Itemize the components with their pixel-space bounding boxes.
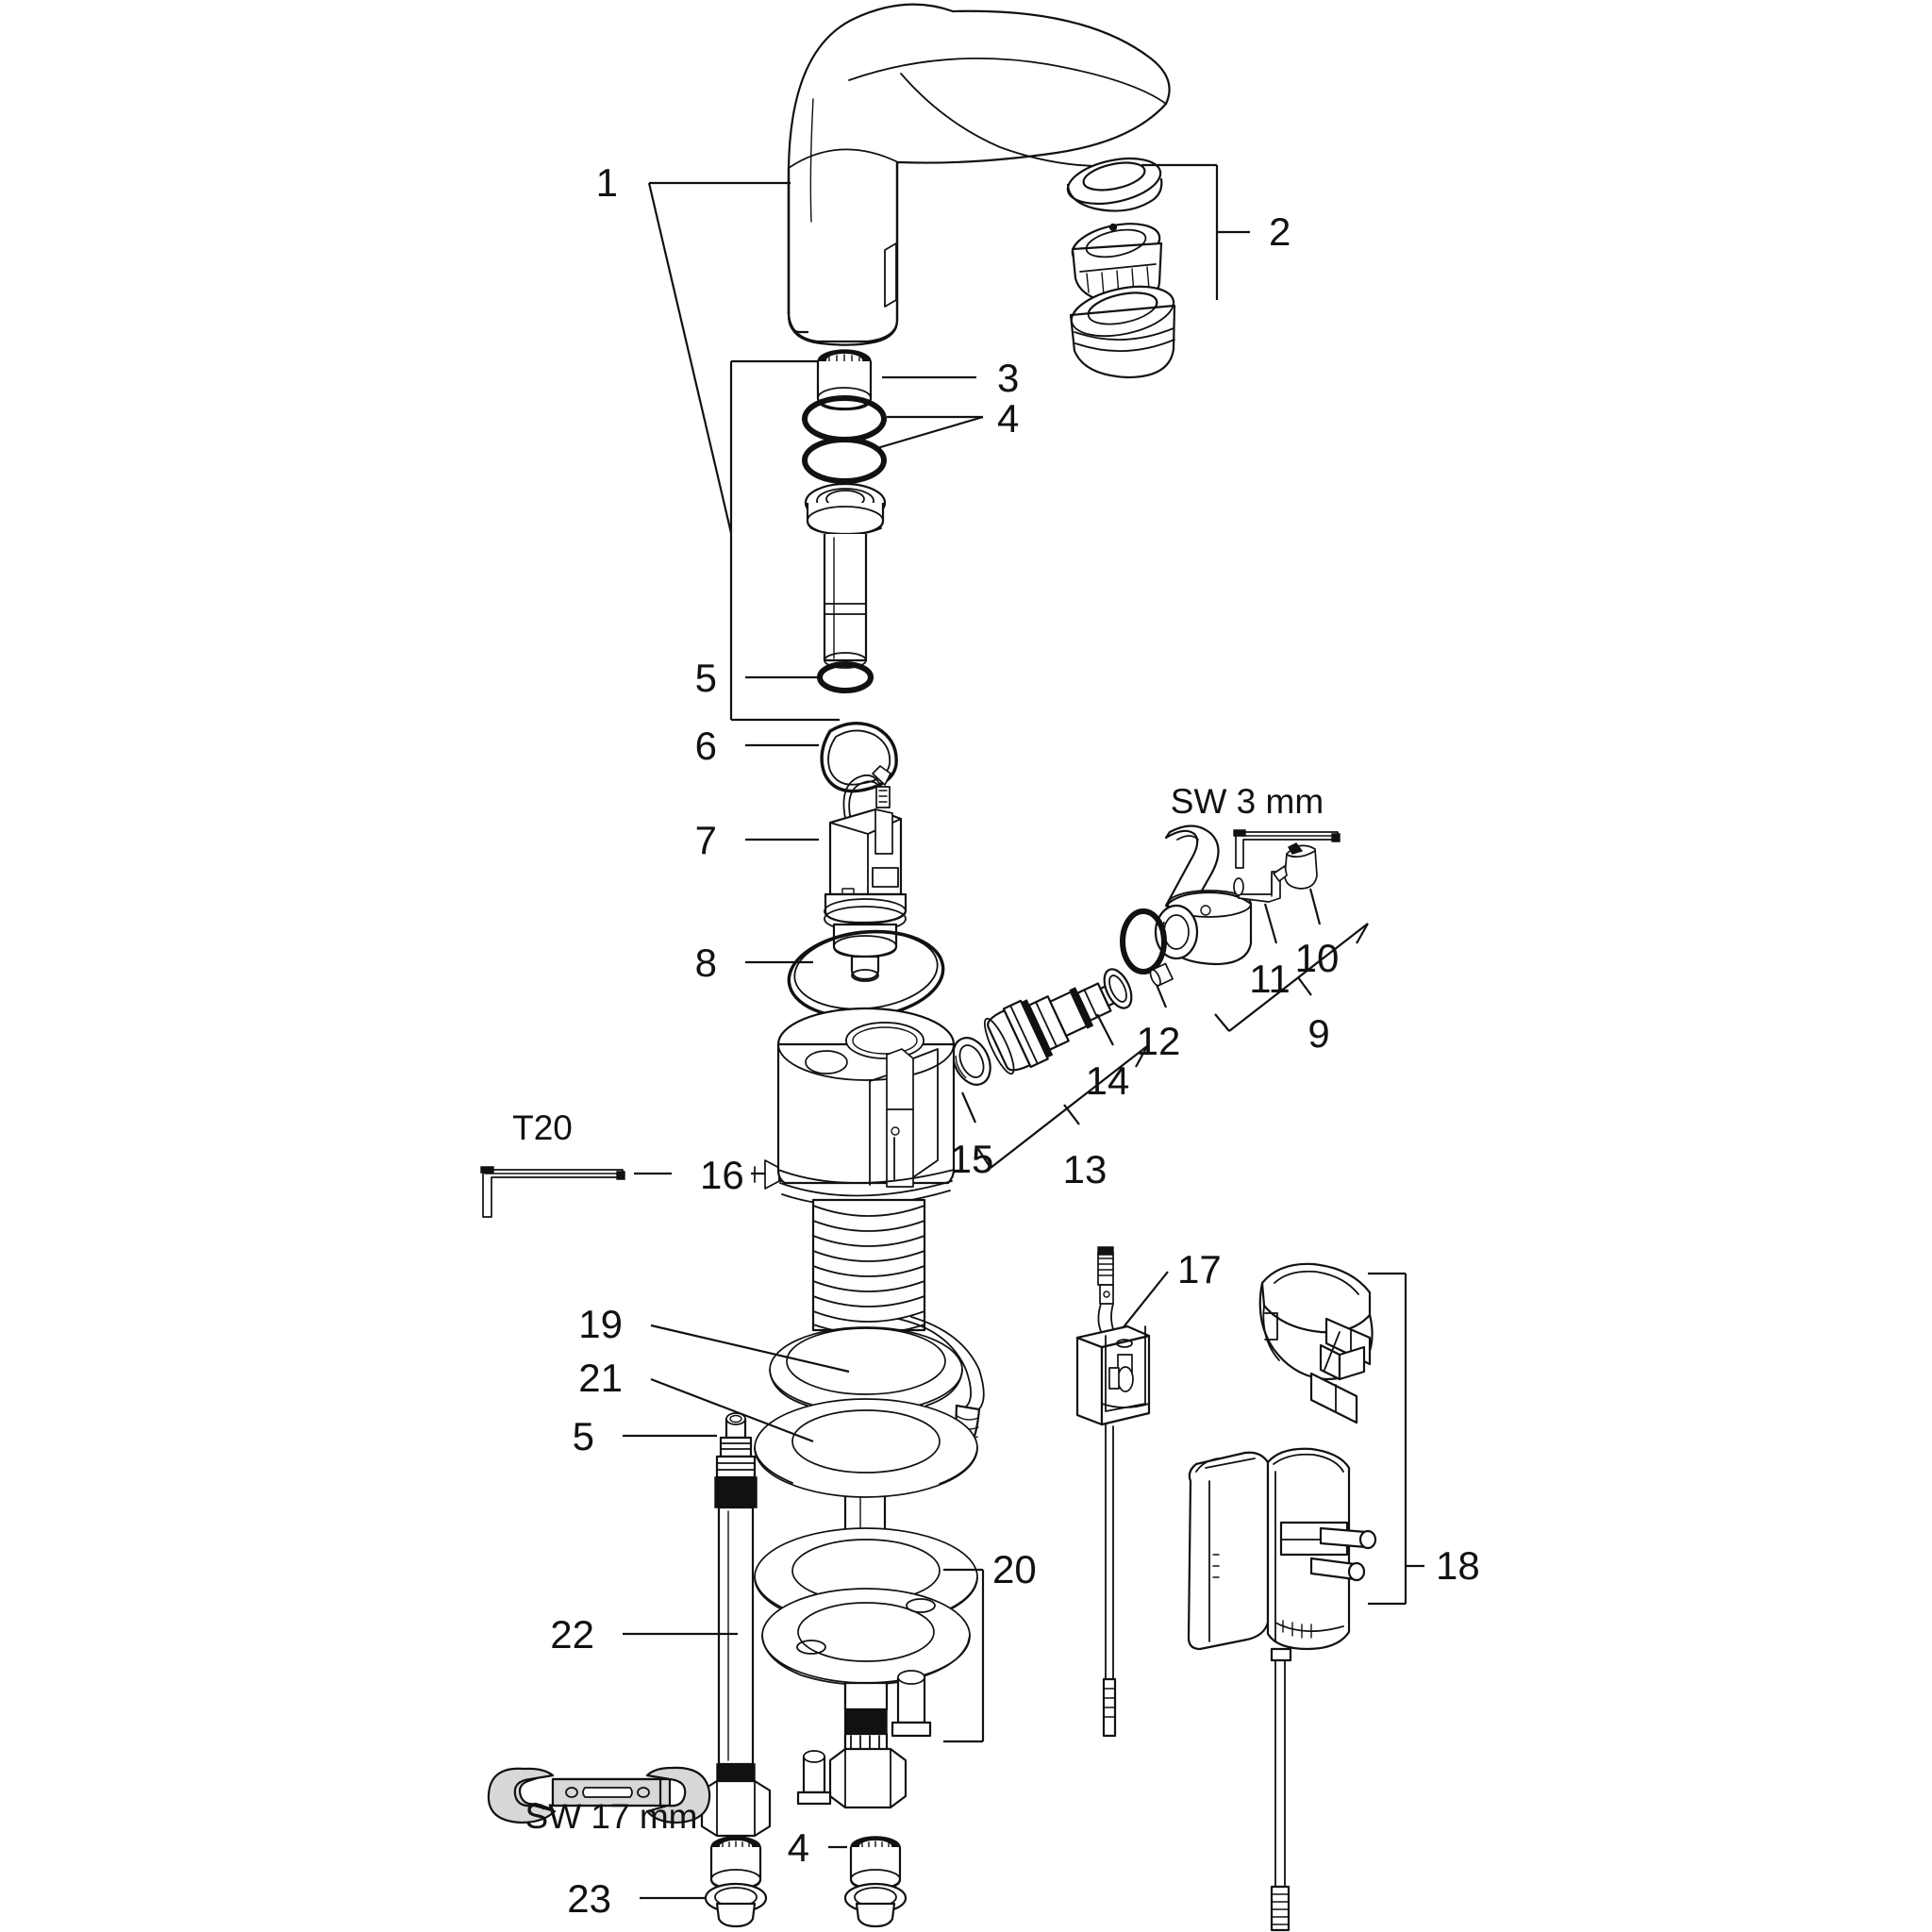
part-lower-fittings: [796, 1670, 932, 1809]
torx-key-icon: [480, 1166, 625, 1218]
callout-9-bracket: [1214, 923, 1369, 1032]
tool-label-sw3: SW 3 mm: [1171, 782, 1324, 821]
callout-8-number: 8: [695, 941, 717, 985]
callout-17-number: 17: [1177, 1247, 1222, 1291]
part-grub-screw-11: [1233, 871, 1281, 903]
callout-1-number: 1: [596, 160, 618, 205]
callout-13-number: 13: [1063, 1147, 1108, 1191]
part-non-return-valve-23-left: [704, 1882, 768, 1928]
callout-6-number: 6: [695, 724, 717, 768]
callout-13-bracket: [977, 1045, 1148, 1169]
open-end-wrench-icon: [487, 1766, 711, 1824]
callout-5b-number: 5: [573, 1414, 594, 1458]
part-uk-plug-adapter: [1258, 1262, 1374, 1424]
callout-11-leader: [1263, 903, 1278, 944]
part-mounting-plate-20: [761, 1588, 971, 1686]
part-index-cap-10: [1273, 842, 1318, 890]
callout-16-number: 16: [700, 1153, 744, 1197]
callout-12-number: 12: [1137, 1019, 1181, 1063]
part-spout-body: [787, 3, 1171, 346]
callout-18-bracket: [1368, 1272, 1424, 1606]
part-filter-insert-lower-left: [709, 1836, 762, 1890]
callout-15-number: 15: [950, 1137, 994, 1181]
callout-18-number: 18: [1436, 1543, 1480, 1588]
callout-21-leader: [650, 1377, 814, 1443]
part-handle-lever: [1120, 824, 1253, 974]
callout-22-number: 22: [550, 1612, 594, 1657]
callout-4-number: 4: [997, 396, 1019, 441]
callout-17-leader: [1122, 1271, 1169, 1329]
callout-5-number: 5: [695, 656, 717, 700]
callout-3-number: 3: [997, 356, 1019, 400]
part-cartridge-assembly-13: [952, 962, 1174, 1086]
part-aerator-set: [1066, 158, 1176, 379]
callout-21-number: 21: [578, 1356, 623, 1400]
callout-11-number: 11: [1249, 957, 1291, 1001]
callout-9-number: 9: [1307, 1011, 1329, 1056]
part-solenoid-cartridge: [824, 765, 908, 982]
part-large-o-ring-8: [865, 963, 867, 965]
tool-label-t20: T20: [512, 1108, 573, 1147]
callout-23-number: 23: [567, 1876, 611, 1921]
callout-1-leader: [647, 181, 791, 534]
callout-20-number: 20: [992, 1547, 1037, 1591]
callout-4-leader: [876, 415, 984, 450]
part-flexible-hose-22: [700, 1412, 772, 1838]
callout-19-number: 19: [578, 1302, 623, 1346]
callout-2-leader: [1141, 163, 1250, 300]
part-washer-21: [754, 1398, 978, 1498]
callout-20-bracket: [943, 1568, 985, 1743]
callout-14-leader: [1096, 1013, 1114, 1046]
part-non-return-valve-23-center: [843, 1882, 908, 1928]
allen-key-icon: [1233, 829, 1341, 869]
callout-15-leader: [960, 1091, 977, 1124]
callout-2-number: 2: [1269, 209, 1291, 254]
callout-19-leader: [650, 1324, 850, 1374]
part-eu-power-supply: [1187, 1447, 1377, 1932]
callout-4b-number: 4: [788, 1825, 809, 1870]
tool-label-sw17: SW 17 mm: [525, 1797, 698, 1836]
callout-7-number: 7: [695, 818, 717, 862]
part-filter-insert-lower-center: [849, 1836, 902, 1890]
part-spindle-stem: [804, 482, 887, 669]
callout-10-number: 10: [1295, 936, 1340, 980]
callout-10-leader: [1308, 888, 1322, 925]
part-control-box-17: [1075, 1246, 1151, 1738]
part-o-ring-pair-upper: [802, 395, 887, 484]
